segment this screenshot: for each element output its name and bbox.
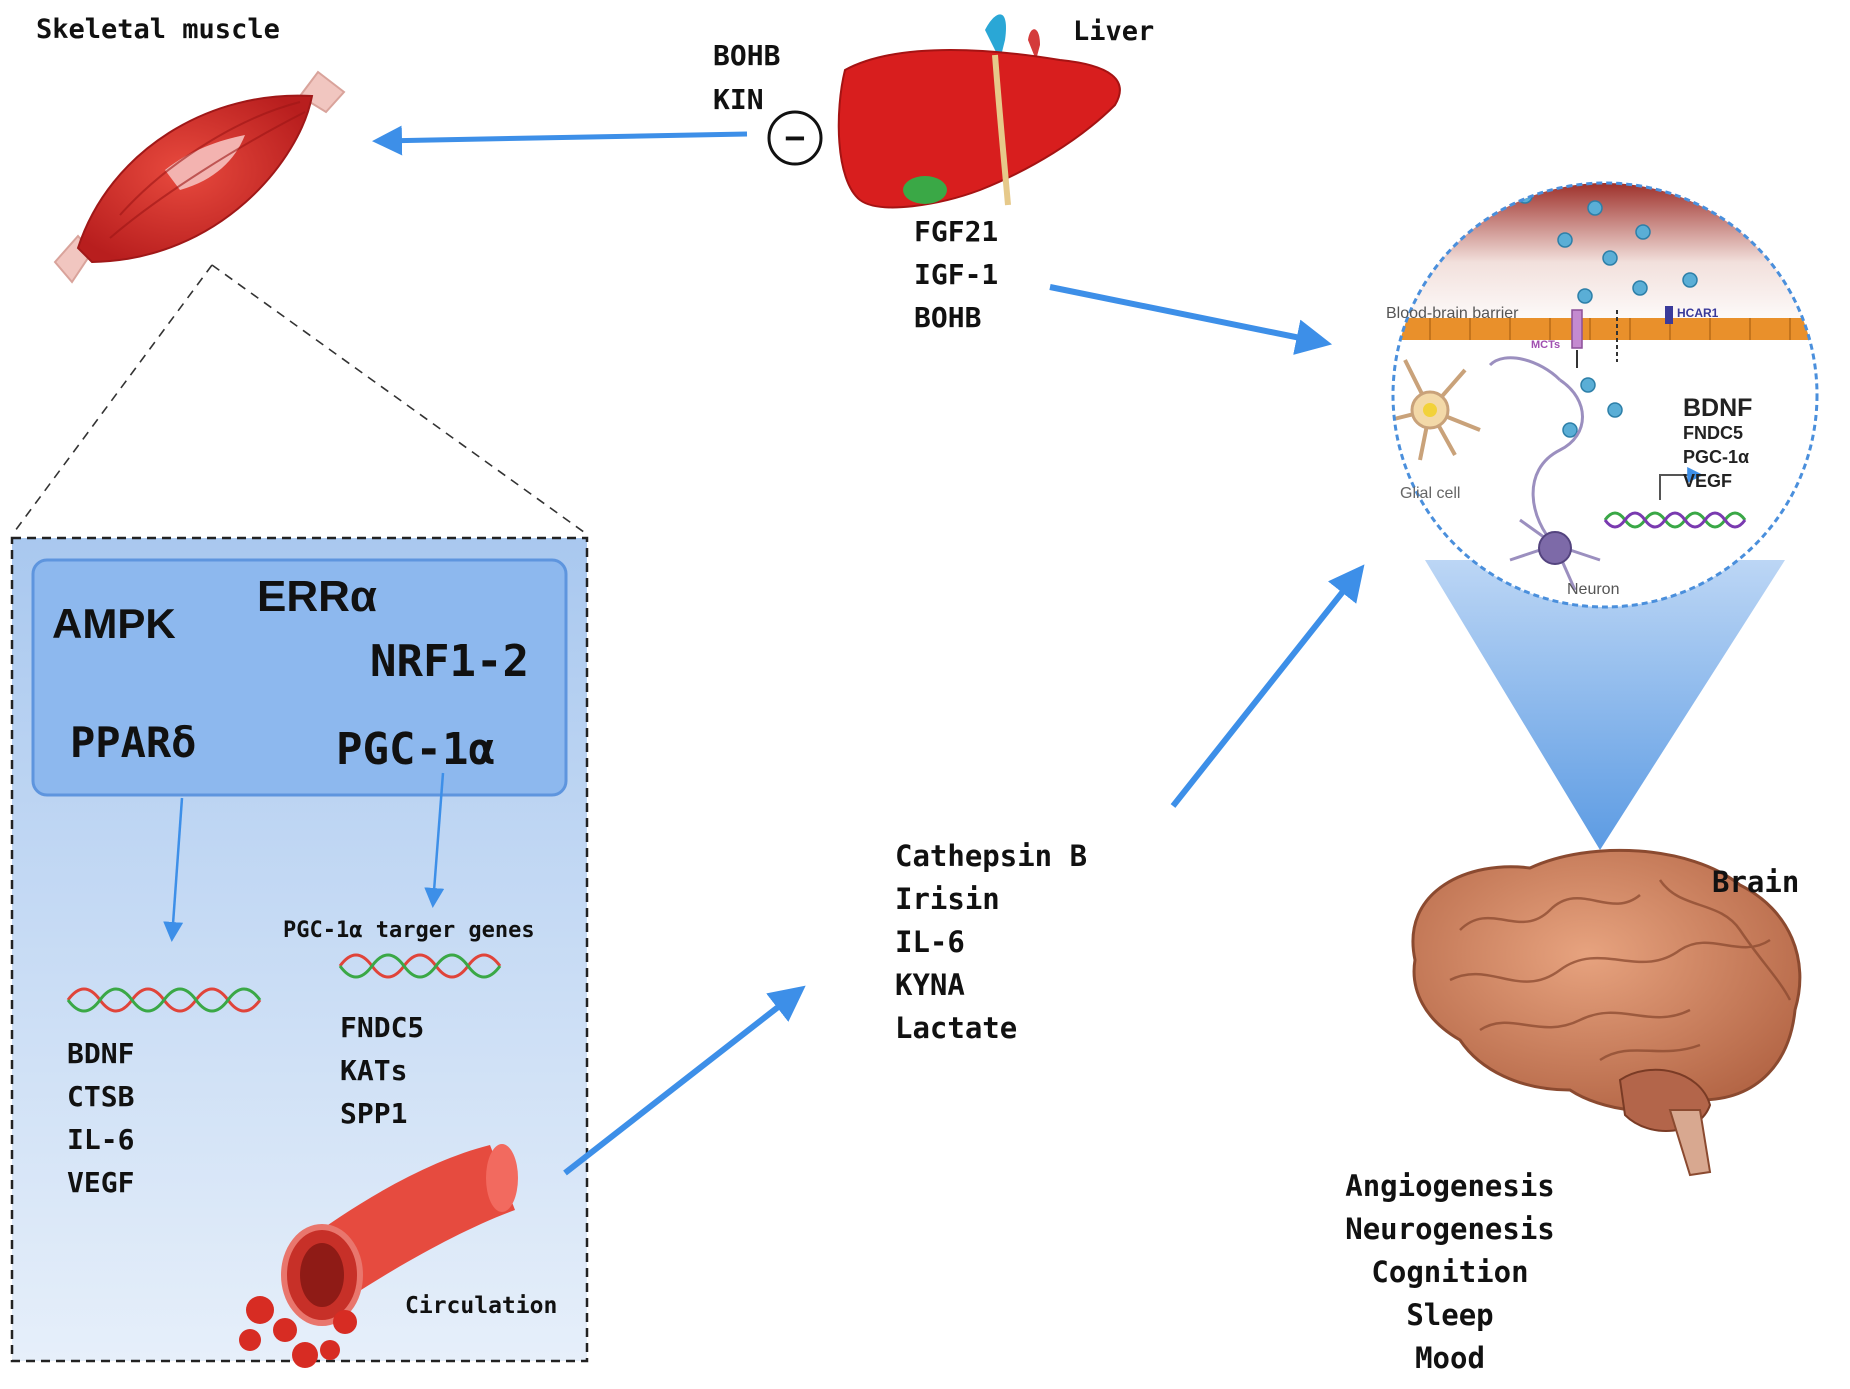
right-gene-list: FNDC5 KATs SPP1 — [340, 1014, 424, 1143]
factor-ppard: PPARδ — [70, 718, 197, 767]
arrow-liver-to-brain — [1049, 284, 1333, 355]
factor-nrf1-2: NRF1-2 — [370, 636, 529, 687]
factor-kin: KIN — [713, 83, 764, 116]
arrow-to-pgc-target-genes — [424, 772, 445, 908]
inset-gene-pgc1a: PGC-1α — [1683, 447, 1750, 467]
skeletal-muscle-label: Skeletal muscle — [36, 14, 280, 45]
circulation-label: Circulation — [405, 1293, 558, 1319]
blood-vessel-illustration — [239, 1144, 518, 1368]
transcription-factor-box — [31, 558, 568, 797]
neuron-label: Neuron — [1567, 581, 1620, 598]
mcts-label: MCTs — [1531, 339, 1561, 351]
gene-kats: KATs — [340, 1054, 408, 1087]
hcar1-label: HCAR1 — [1677, 306, 1719, 320]
outcome-sleep: Sleep — [1406, 1298, 1494, 1332]
myokine-kyna: KYNA — [895, 968, 965, 1002]
factor-erra: ERRα — [257, 572, 377, 621]
inset-gene-bdnf: BDNF — [1683, 394, 1753, 422]
myokine-irisin: Irisin — [895, 882, 1000, 916]
liver-to-brain-factors: FGF21 IGF-1 BOHB — [914, 218, 998, 347]
outcome-neurogenesis: Neurogenesis — [1345, 1212, 1555, 1246]
liver-illustration — [837, 14, 1121, 209]
factor-pgc1a: PGC-1α — [336, 724, 495, 775]
gene-vegf: VEGF — [67, 1166, 135, 1199]
pgc-target-genes-label: PGC-1α targer genes — [283, 918, 535, 943]
liver-to-muscle-factors: BOHB KIN — [713, 42, 780, 130]
inhibition-symbol: − — [784, 118, 806, 158]
myokine-cathepsin-b: Cathepsin B — [895, 839, 1088, 873]
factor-bohb-brain: BOHB — [914, 301, 982, 334]
arrow-to-left-genes — [163, 797, 184, 942]
brain-illustration — [1411, 848, 1802, 1177]
arrow-liver-to-muscle — [372, 125, 748, 156]
inhibition-circle — [767, 110, 823, 166]
inset-gene-vegf: VEGF — [1683, 471, 1733, 491]
brain-outcomes-list: Angiogenesis Neurogenesis Cognition Slee… — [1300, 1172, 1600, 1387]
skeletal-muscle-illustration — [53, 70, 346, 284]
left-gene-list: BDNF CTSB IL-6 VEGF — [67, 1040, 134, 1212]
zoom-line-left — [11, 264, 213, 536]
zoom-cone — [1425, 560, 1785, 850]
myokine-il6: IL-6 — [895, 925, 965, 959]
gene-bdnf: BDNF — [67, 1037, 135, 1070]
brain-label: Brain — [1712, 865, 1800, 899]
gene-ctsb: CTSB — [67, 1080, 135, 1113]
dna-helix-right — [338, 953, 502, 979]
bbb-label: Blood-brain barrier — [1386, 305, 1519, 322]
factor-ampk: AMPK — [52, 600, 176, 647]
arrow-myokines-to-brain — [1170, 564, 1365, 808]
gene-spp1: SPP1 — [340, 1097, 408, 1130]
myokine-lactate: Lactate — [895, 1011, 1018, 1045]
outcome-cognition: Cognition — [1371, 1255, 1529, 1289]
factor-bohb: BOHB — [713, 39, 781, 72]
outcome-mood: Mood — [1415, 1341, 1485, 1375]
myokine-list: Cathepsin B Irisin IL-6 KYNA Lactate — [895, 842, 1087, 1057]
inset-circle-border — [1391, 181, 1819, 609]
factor-fgf21: FGF21 — [914, 215, 999, 248]
glial-cell-label: Glial cell — [1400, 485, 1461, 502]
dna-helix-left — [66, 987, 262, 1013]
arrow-circulation-to-myokines — [563, 985, 806, 1176]
zoom-line-right — [211, 264, 589, 536]
liver-label: Liver — [1073, 16, 1155, 47]
gene-fndc5: FNDC5 — [340, 1011, 425, 1044]
outcome-angiogenesis: Angiogenesis — [1345, 1169, 1555, 1203]
inset-gene-fndc5: FNDC5 — [1683, 423, 1744, 443]
factor-igf1: IGF-1 — [914, 258, 999, 291]
gene-il6: IL-6 — [67, 1123, 135, 1156]
